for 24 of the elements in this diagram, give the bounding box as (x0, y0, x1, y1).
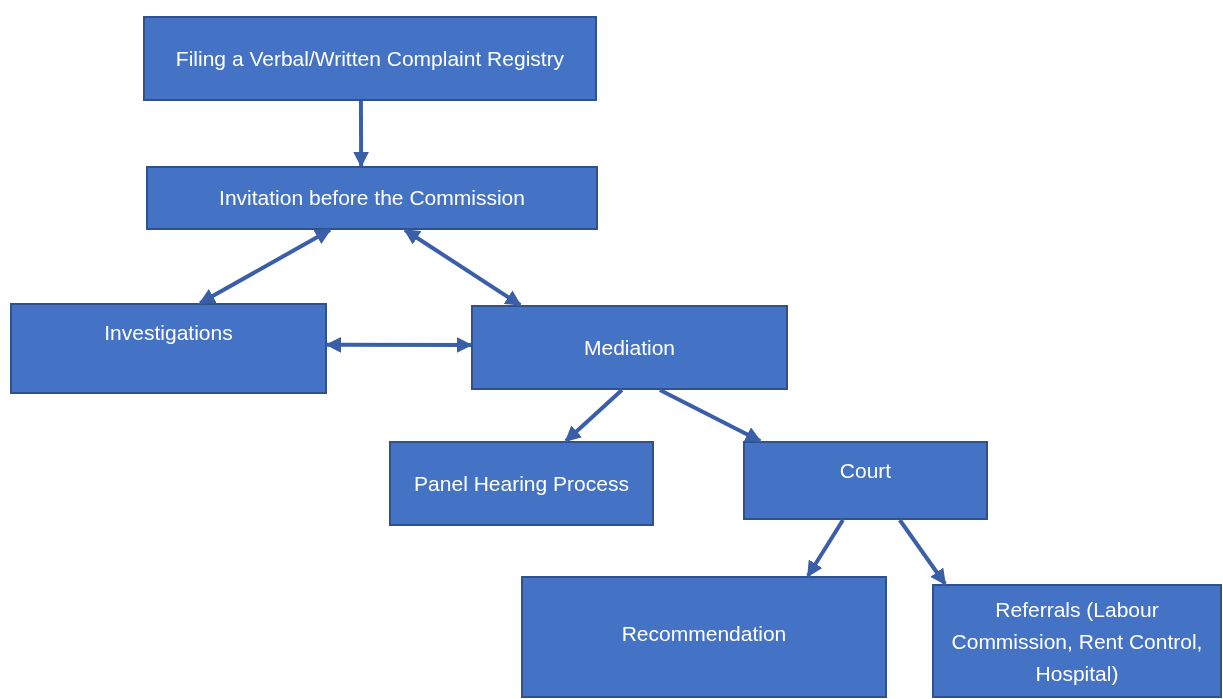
box-label: Recommendation (621, 621, 787, 647)
box-label: Mediation (583, 334, 676, 361)
process-box (521, 576, 887, 698)
process-box (10, 303, 327, 394)
arrow (198, 228, 332, 305)
arrow (659, 388, 762, 443)
box-label: Invitation before the Commission (219, 185, 525, 211)
box-label: Investigations (104, 320, 233, 346)
process-box (471, 305, 788, 390)
arrow (898, 518, 947, 586)
arrow (564, 388, 624, 443)
process-box (146, 166, 598, 230)
arrow (403, 228, 522, 307)
box-label: Panel Hearing Process (414, 470, 629, 497)
process-box (743, 441, 988, 520)
box-label: Referrals (Labour Commission, Rent Control, Hospital) (950, 597, 1204, 687)
process-box (932, 584, 1222, 698)
process-box (389, 441, 654, 526)
arrow (325, 336, 473, 353)
process-box (143, 16, 597, 101)
box-label: Filing a Verbal/Written Complaint Registry (175, 45, 565, 72)
arrow (353, 101, 370, 168)
box-label: Court (839, 458, 892, 484)
arrow (806, 518, 845, 578)
